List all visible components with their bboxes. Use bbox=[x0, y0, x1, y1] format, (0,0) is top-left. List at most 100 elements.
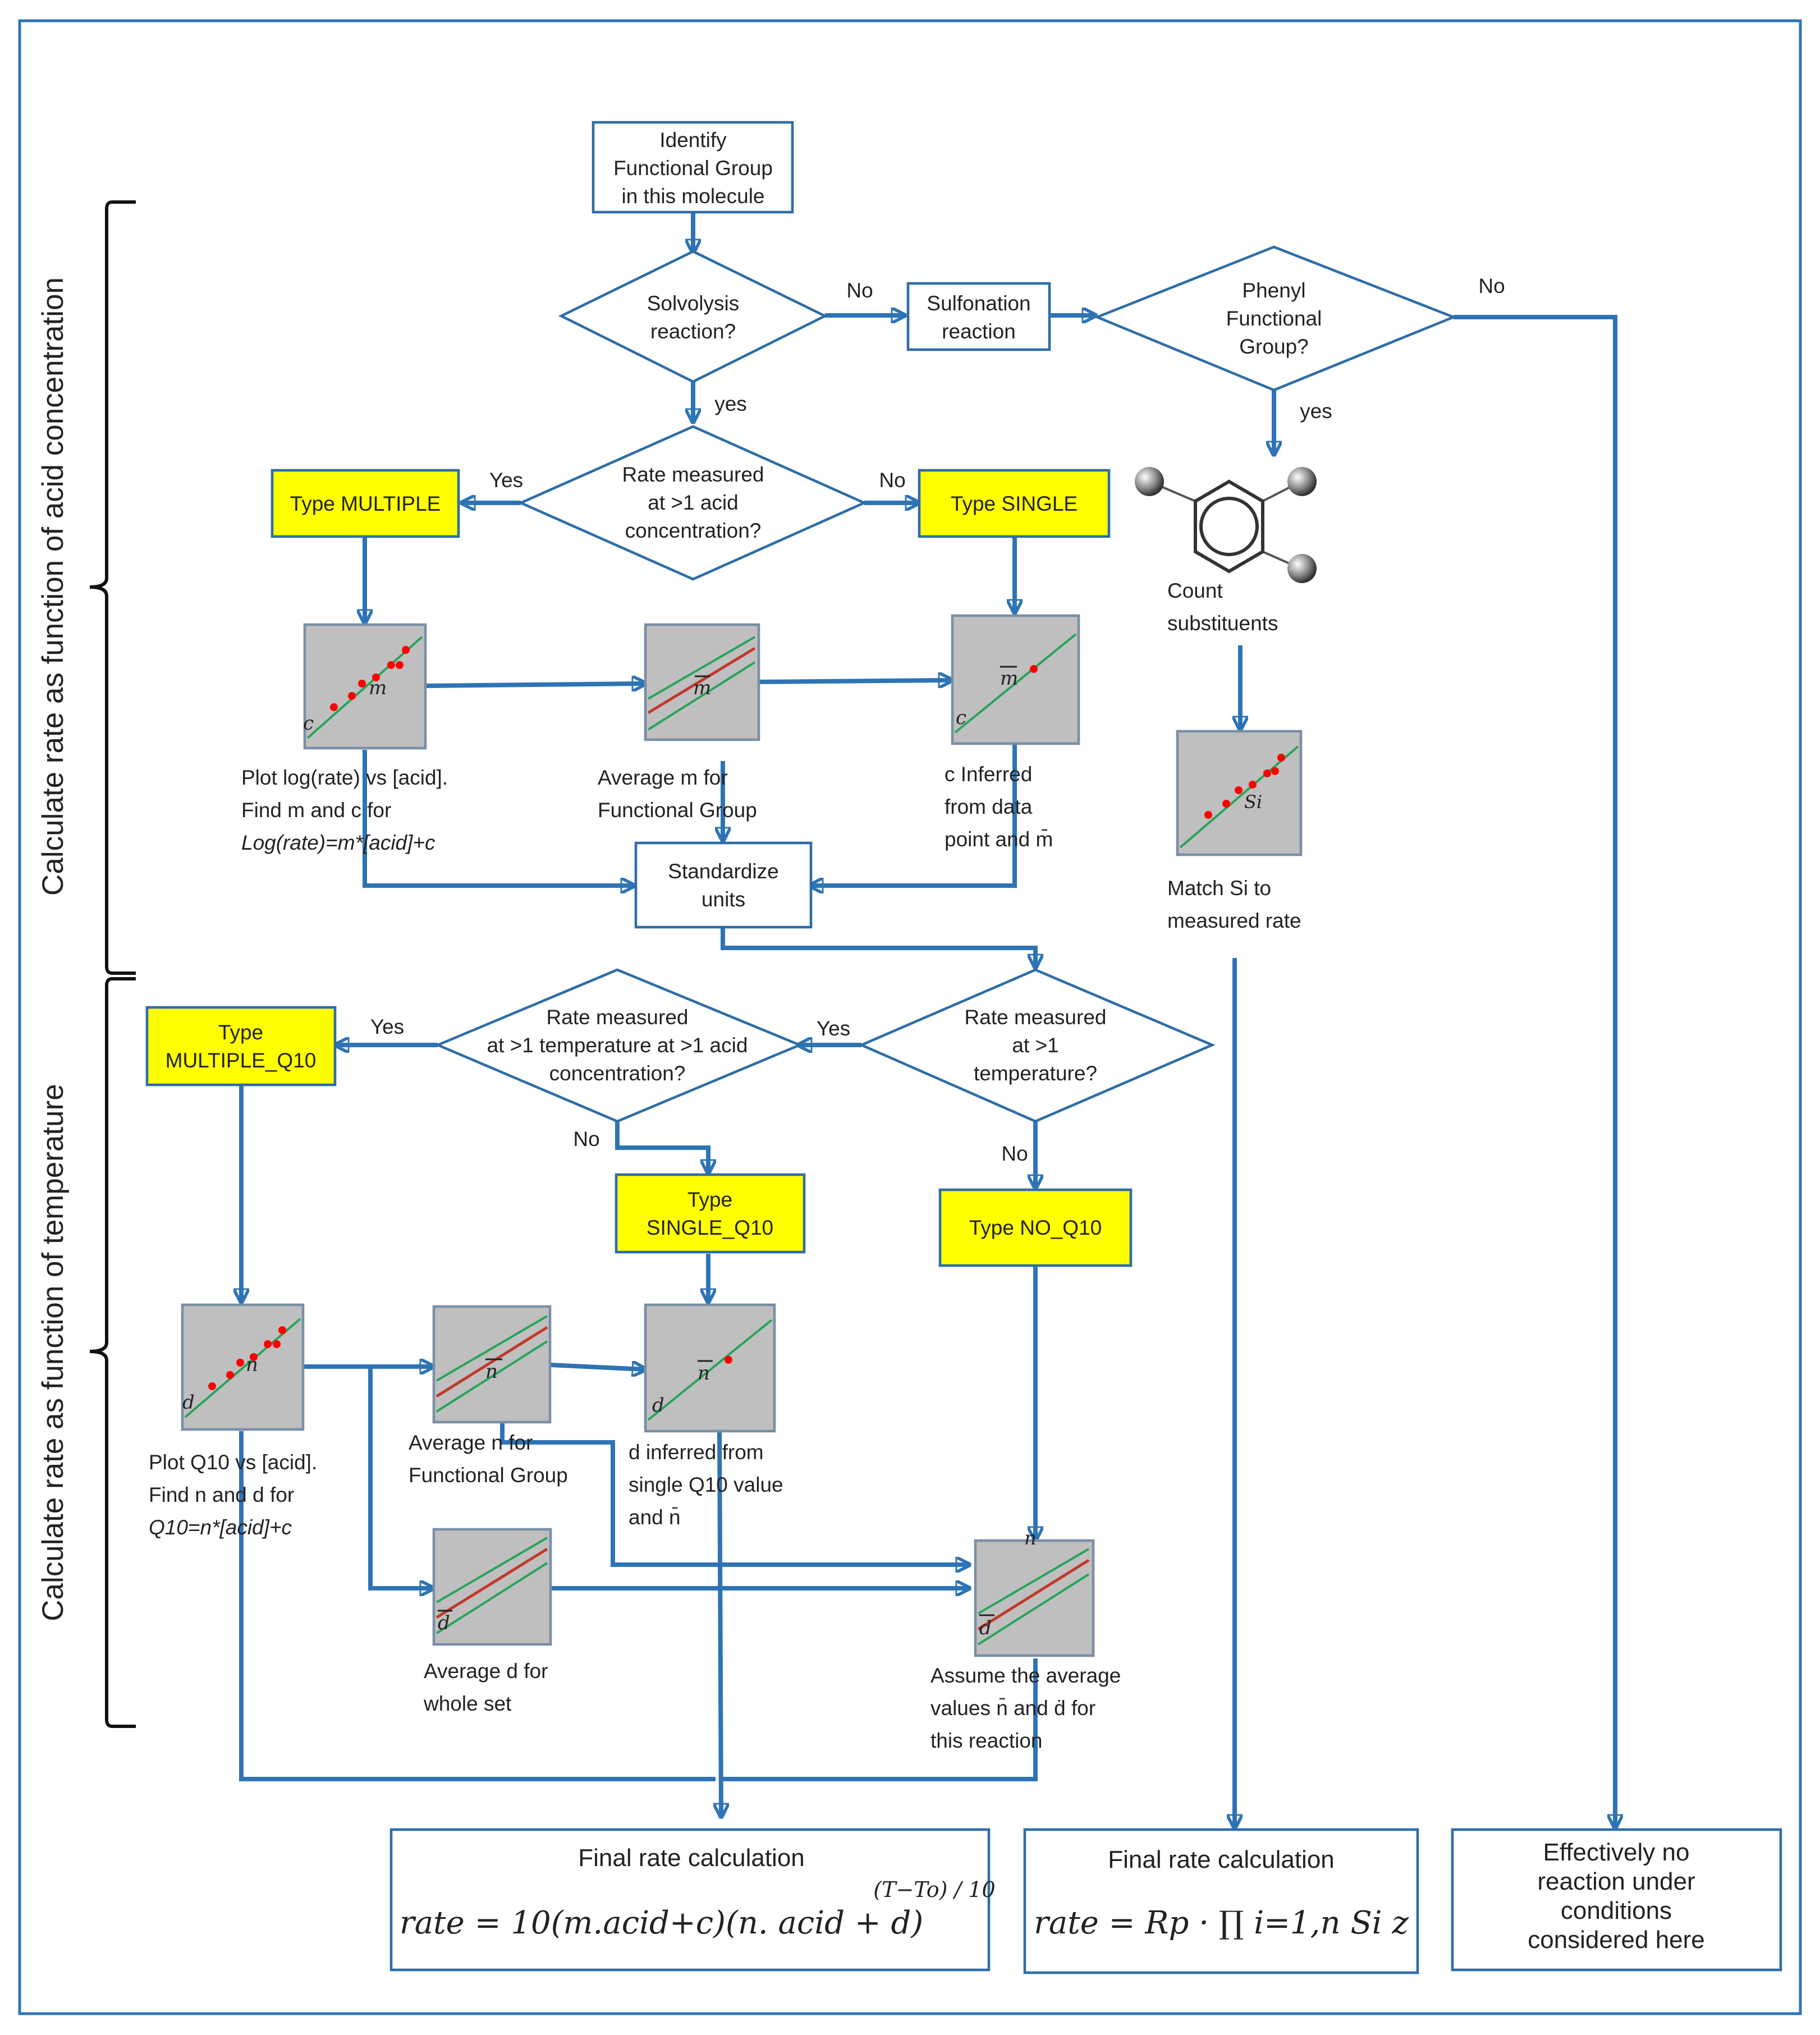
caption-plot-q10-3: Q10=n*[acid]+c bbox=[149, 1516, 292, 1539]
connectors bbox=[241, 212, 1615, 1827]
caption-plot-q10: Plot Q10 vs [acid]. Find n and d for Q10… bbox=[149, 1451, 317, 1539]
arrow-ratetempacid-singleq10 bbox=[615, 1121, 708, 1172]
caption-d-inferred-2: single Q10 value bbox=[629, 1473, 783, 1496]
sulfonation-box: Sulfonation reaction bbox=[906, 282, 1051, 351]
plot-dinf-n-label: n bbox=[698, 1362, 710, 1385]
final-box-2: Final rate calculation rate = Rp · ∏ i=1… bbox=[1023, 1828, 1419, 1974]
final-2-title: Final rate calculation bbox=[1108, 1846, 1335, 1873]
final-1-title: Final rate calculation bbox=[578, 1844, 805, 1872]
label-phenyl-no: No bbox=[1478, 274, 1505, 297]
phenyl-line-2: Functional bbox=[1226, 307, 1322, 330]
caption-count-1: Count bbox=[1167, 579, 1223, 602]
type-multiple-box: Type MULTIPLE bbox=[271, 469, 460, 538]
arrow-cinf-standardize bbox=[811, 744, 1017, 886]
caption-assume-3: this reaction bbox=[930, 1729, 1043, 1752]
caption-count-2: substituents bbox=[1167, 612, 1278, 635]
final-box-1: Final rate calculation rate = 10(m.acid+… bbox=[389, 1828, 996, 1972]
caption-c-inferred-1: c Inferred bbox=[945, 763, 1032, 786]
brace-temp bbox=[89, 977, 136, 1728]
identify-line-1: Identify bbox=[659, 129, 727, 152]
caption-plot-q10-1: Plot Q10 vs [acid]. bbox=[149, 1451, 317, 1474]
caption-average-m: Average m for Functional Group bbox=[598, 766, 757, 822]
benzene-molecule-icon bbox=[1135, 467, 1317, 583]
rate-temp-acid-line-2: at >1 temperature at >1 acid bbox=[487, 1034, 748, 1057]
final-1-formula: rate = 10(m.acid+c)(n. acid + d) bbox=[400, 1905, 923, 1941]
sulfonation-line-1: Sulfonation bbox=[927, 292, 1030, 315]
outer-frame bbox=[18, 19, 1802, 2015]
side-label-acid: Calculate rate as function of acid conce… bbox=[36, 277, 70, 896]
final-3-line-2: reaction under bbox=[1537, 1868, 1695, 1895]
rate-acid-line-3: concentration? bbox=[625, 519, 762, 542]
plot-assume-n-label: n bbox=[1024, 1527, 1037, 1550]
type-multiple-q10-line-2: MULTIPLE_Q10 bbox=[166, 1049, 317, 1072]
arrow-plot-avgm bbox=[425, 684, 644, 686]
final-3-line-4: considered here bbox=[1528, 1926, 1705, 1954]
plot-average-n: n bbox=[432, 1305, 552, 1424]
plot-assume-averages: n d bbox=[974, 1527, 1095, 1657]
caption-count-substituents: Count substituents bbox=[1167, 579, 1278, 635]
plot-d-inferred: n d bbox=[644, 1303, 776, 1433]
standardize-line-2: units bbox=[702, 888, 745, 911]
arrow-assume-final1 bbox=[721, 1658, 1038, 1781]
final-2-formula: rate = Rp · ∏ i=1,n Si z bbox=[1034, 1905, 1409, 1941]
phenyl-line-3: Group? bbox=[1239, 335, 1308, 358]
plot-avg-n-label: n bbox=[485, 1360, 498, 1383]
plot-average-d: d bbox=[432, 1528, 552, 1646]
brace-acid bbox=[89, 200, 136, 975]
solvolysis-line-2: reaction? bbox=[650, 320, 736, 343]
label-phenyl-yes: yes bbox=[1300, 400, 1332, 423]
arrow-phenyl-no bbox=[1454, 315, 1615, 1827]
label-rate-temp-acid-yes: Yes bbox=[370, 1015, 404, 1038]
arrow-avgn-dinf bbox=[549, 1365, 644, 1369]
caption-average-d: Average d for whole set bbox=[423, 1660, 548, 1715]
plot-assume-d-label: d bbox=[979, 1617, 992, 1639]
rate-temp-acid-line-3: concentration? bbox=[549, 1062, 686, 1085]
plot-c-inferred: m c bbox=[951, 614, 1080, 745]
plot-q10-d-label: d bbox=[182, 1391, 195, 1414]
sulfonation-line-2: reaction bbox=[942, 320, 1016, 343]
caption-c-inferred-2: from data bbox=[945, 795, 1033, 818]
type-no-q10-box: Type NO_Q10 bbox=[938, 1188, 1133, 1267]
label-rate-acid-no: No bbox=[879, 469, 905, 492]
plot-avg-d-label: d bbox=[438, 1612, 450, 1634]
caption-match-si-1: Match Si to bbox=[1167, 877, 1271, 900]
label-rate-temp-no: No bbox=[1001, 1142, 1028, 1165]
caption-match-si-2: measured rate bbox=[1167, 909, 1301, 932]
solvolysis-decision: Solvolysis reaction? bbox=[558, 250, 828, 383]
caption-match-si: Match Si to measured rate bbox=[1167, 877, 1301, 932]
label-solvolysis-yes: yes bbox=[714, 392, 747, 415]
caption-assume-averages: Assume the average values n̄ and ḋ for t… bbox=[930, 1664, 1121, 1752]
rate-temp-line-2: at >1 bbox=[1012, 1034, 1058, 1057]
plot-cinf-c-label: c bbox=[956, 707, 966, 729]
phenyl-decision: Phenyl Functional Group? bbox=[1093, 245, 1457, 392]
arrow-standardize-ratetemp bbox=[721, 928, 1035, 966]
caption-average-m-2: Functional Group bbox=[598, 799, 757, 822]
plot-cinf-m-label: m bbox=[1000, 667, 1018, 690]
caption-d-inferred: d inferred from single Q10 value and n̄ bbox=[629, 1441, 783, 1529]
identify-box: Identify Functional Group in this molecu… bbox=[592, 121, 794, 214]
standardize-box: Standardize units bbox=[634, 841, 813, 929]
final-box-3: Effectively no reaction under conditions… bbox=[1451, 1828, 1782, 1972]
rate-temp-acid-line-1: Rate measured bbox=[547, 1006, 689, 1029]
plot-q10-n-label: n bbox=[246, 1354, 258, 1376]
caption-average-n: Average n for Functional Group bbox=[409, 1431, 568, 1487]
caption-plot-q10-2: Find n and d for bbox=[149, 1483, 294, 1506]
rate-temp-acid-decision: Rate measured at >1 temperature at >1 ac… bbox=[434, 968, 803, 1123]
type-multiple-label: Type MULTIPLE bbox=[290, 492, 441, 515]
plot-dinf-d-label: d bbox=[652, 1394, 664, 1417]
rate-acid-line-2: at >1 acid bbox=[648, 491, 738, 514]
final-1-exponent: (T−To) / 10 bbox=[873, 1877, 995, 1902]
caption-average-m-1: Average m for bbox=[598, 766, 728, 789]
caption-c-inferred: c Inferred from data point and m̄ bbox=[945, 763, 1053, 851]
plot-average-m: m bbox=[644, 623, 760, 741]
standardize-line-1: Standardize bbox=[668, 860, 778, 883]
plot-si: Si bbox=[1176, 730, 1303, 856]
caption-average-n-2: Functional Group bbox=[409, 1464, 568, 1487]
caption-average-d-2: whole set bbox=[423, 1692, 512, 1715]
plot-q10: n d bbox=[181, 1303, 305, 1431]
plot-log-rate: m c bbox=[303, 623, 427, 750]
label-rate-acid-yes: Yes bbox=[489, 469, 523, 492]
identify-line-3: in this molecule bbox=[621, 185, 764, 208]
type-single-q10-box: Type SINGLE_Q10 bbox=[615, 1173, 806, 1254]
